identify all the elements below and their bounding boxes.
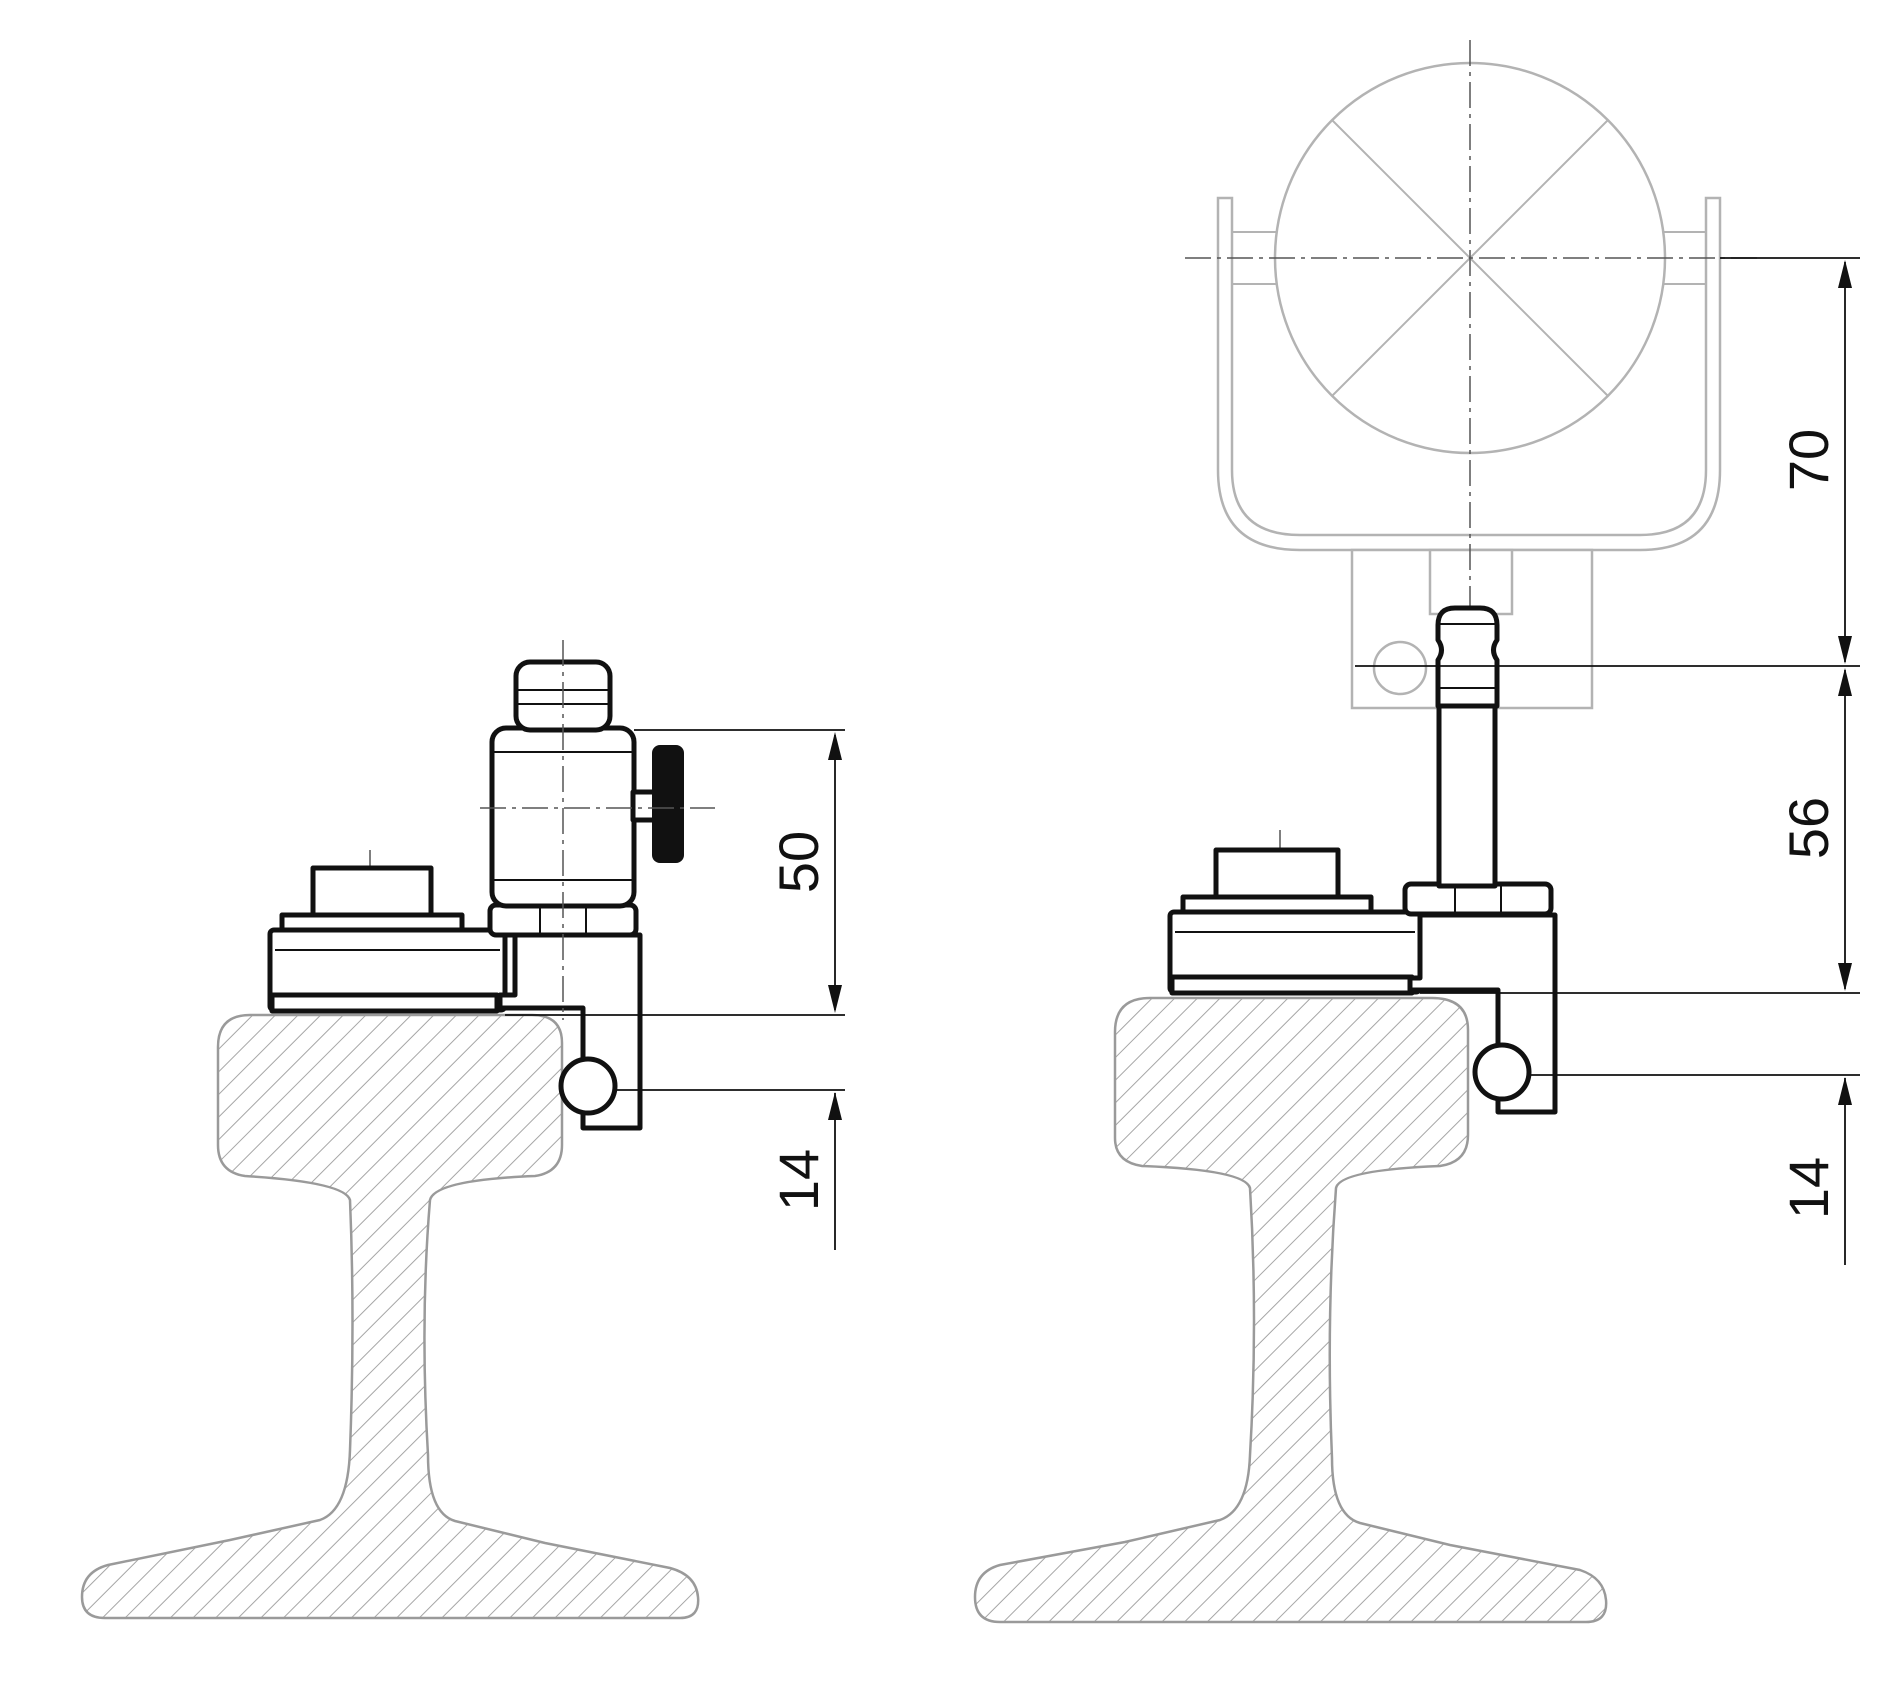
left-assembly: 50 14 (80, 640, 845, 1620)
right-dimension-56: 56 (1777, 797, 1840, 859)
left-rail-profile (80, 1013, 700, 1620)
left-dimension-50: 50 (767, 831, 830, 893)
right-assembly: 70 56 14 (973, 40, 1860, 1624)
right-prism-holder (1216, 196, 1722, 552)
right-ball (1472, 1042, 1532, 1102)
right-rail-profile (973, 996, 1608, 1624)
right-dimension-70: 70 (1777, 429, 1840, 491)
right-clamp-base (1169, 974, 1415, 996)
left-knob (652, 745, 684, 863)
left-dimension-14: 14 (767, 1149, 830, 1211)
right-adapter-rod (1436, 703, 1498, 889)
left-ball (558, 1056, 618, 1116)
right-dimension-14: 14 (1777, 1157, 1840, 1219)
right-adapter-spigot (1435, 605, 1500, 709)
left-bolt-head (310, 865, 434, 919)
right-bolt-head (1213, 847, 1341, 901)
left-knob-stem (630, 789, 658, 823)
left-clamp-base (269, 992, 500, 1014)
